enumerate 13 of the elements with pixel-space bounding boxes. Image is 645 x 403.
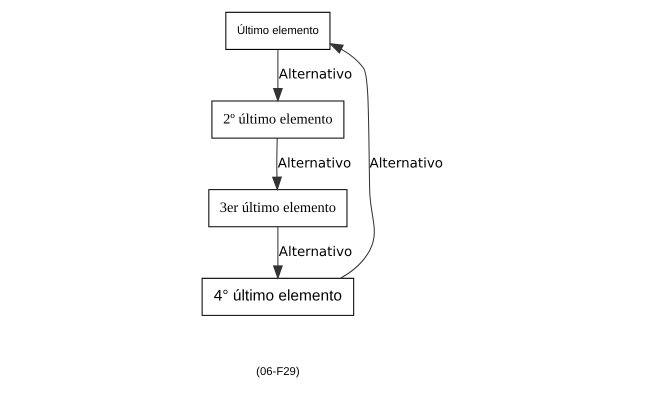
edge-label: Alternativo: [369, 156, 442, 172]
arrow: [328, 43, 374, 279]
arrow: [272, 227, 282, 280]
arrow: [272, 50, 282, 102]
label: (06-F29): [256, 366, 300, 378]
edge-label: Alternativo: [278, 245, 352, 260]
node-box: 2º último elemento: [210, 100, 344, 139]
node-box: Último elemento: [224, 12, 330, 50]
node-box: 3er último elemento: [208, 189, 347, 228]
arrow: [271, 138, 282, 192]
node-box: 4° último elemento: [201, 278, 354, 316]
edge-label: Alternativo: [277, 156, 351, 172]
edge-label: Alternativo: [278, 68, 352, 83]
